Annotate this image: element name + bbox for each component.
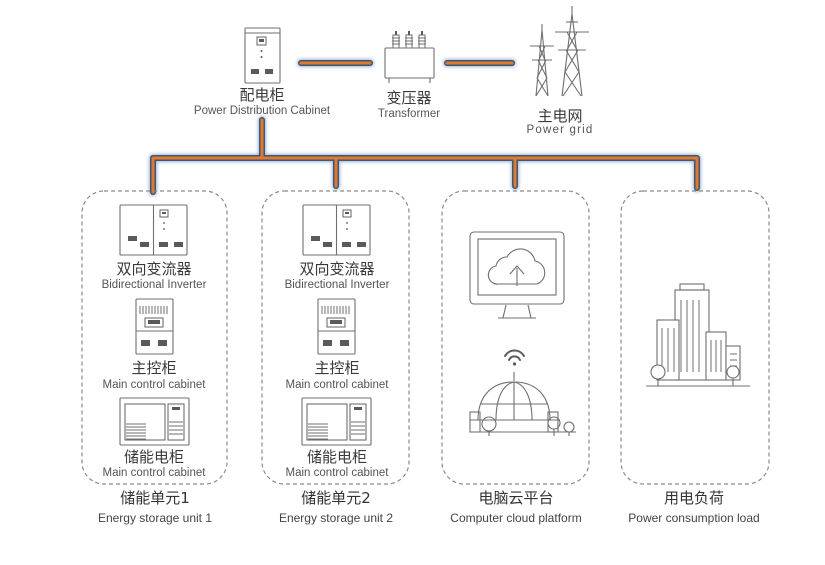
unit1-item3-label-en: Main control cabinet bbox=[103, 467, 207, 479]
unit2-item2-label-en: Main control cabinet bbox=[286, 379, 390, 391]
unit-boxes bbox=[81, 190, 770, 485]
unit2-title-en: Energy storage unit 2 bbox=[279, 511, 393, 525]
bidirectional-inverter-icon bbox=[302, 204, 371, 256]
unit-box-1 bbox=[81, 190, 228, 485]
transformer-label: 变压器 bbox=[386, 89, 431, 107]
unit2-item1-label: 双向变流器 bbox=[299, 260, 374, 278]
main-control-cabinet-icon bbox=[317, 298, 356, 355]
cabinet-label-en: Power Distribution Cabinet bbox=[194, 105, 331, 117]
unit1-item1-label: 双向变流器 bbox=[116, 260, 191, 278]
power-grid-tower-icon bbox=[530, 6, 589, 97]
unit1-item1-label-en: Bidirectional Inverter bbox=[102, 279, 207, 291]
unit1-item2-label-en: Main control cabinet bbox=[103, 379, 207, 391]
grid-label: 主电网 bbox=[537, 107, 582, 125]
unit-box-3 bbox=[441, 190, 590, 485]
wifi-icon bbox=[504, 349, 525, 366]
grid-label-en: Power grid bbox=[527, 124, 594, 136]
main-control-cabinet-icon bbox=[135, 298, 174, 355]
transformer-label-en: Transformer bbox=[378, 108, 440, 120]
power-distribution-cabinet-icon bbox=[244, 27, 281, 84]
cabinet-label: 配电柜 bbox=[239, 86, 284, 104]
unit-box-2 bbox=[261, 190, 410, 485]
bidirectional-inverter-icon bbox=[119, 204, 188, 256]
unit3-title-en: Computer cloud platform bbox=[450, 511, 581, 525]
unit2-item2-label: 主控柜 bbox=[314, 359, 359, 377]
unit2-item3-label: 储能电柜 bbox=[307, 448, 367, 466]
unit2-item1-label-en: Bidirectional Inverter bbox=[285, 279, 390, 291]
data-center-dome-icon bbox=[469, 372, 576, 436]
unit2-title: 储能单元2 bbox=[301, 489, 371, 507]
unit4-title-en: Power consumption load bbox=[628, 511, 759, 525]
unit4-title: 用电负荷 bbox=[664, 489, 724, 507]
unit1-item2-label: 主控柜 bbox=[131, 359, 176, 377]
unit2-item3-label-en: Main control cabinet bbox=[286, 467, 390, 479]
unit1-title-en: Energy storage unit 1 bbox=[98, 511, 212, 525]
unit1-title: 储能单元1 bbox=[120, 489, 190, 507]
cable-network bbox=[149, 59, 701, 196]
unit3-title: 电脑云平台 bbox=[478, 489, 553, 507]
transformer-icon bbox=[384, 31, 435, 83]
unit1-item3-label: 储能电柜 bbox=[124, 448, 184, 466]
building-icon bbox=[646, 283, 750, 387]
unit-box-4 bbox=[620, 190, 770, 485]
energy-storage-cabinet-icon bbox=[301, 397, 372, 446]
cloud-monitor-icon bbox=[469, 231, 565, 319]
energy-storage-cabinet-icon bbox=[119, 397, 190, 446]
